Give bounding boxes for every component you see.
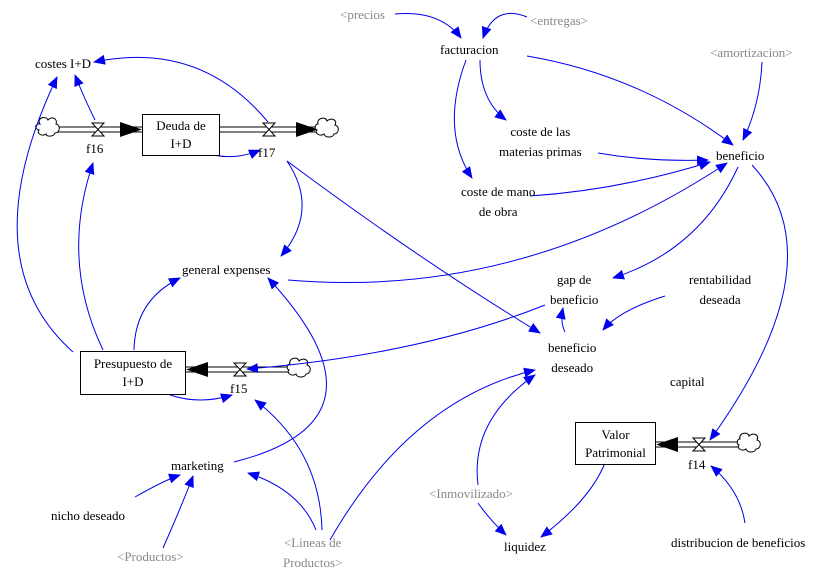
clouds (35, 116, 761, 453)
flow-pipes (55, 126, 742, 448)
flow-label-f17[interactable]: f17 (258, 145, 276, 160)
flow-label-f14[interactable]: f14 (688, 457, 706, 472)
var-liquidez[interactable]: liquidez (504, 539, 546, 554)
cloud-icon-f16 (35, 116, 60, 137)
cloud-icon-f14 (736, 432, 761, 453)
flow-label-f16[interactable]: f16 (86, 141, 104, 156)
stock-presupuesto-id[interactable]: Presupuesto de I+D (80, 351, 186, 395)
shadow-inmovilizado[interactable]: <Inmovilizado> (429, 486, 513, 501)
var-beneficio-deseado[interactable]: beneficio deseado (548, 340, 597, 375)
shadow-entregas[interactable]: <entregas> (530, 13, 588, 28)
var-gap-de-beneficio[interactable]: gap de beneficio (550, 272, 599, 307)
shadow-lineas-de-productos[interactable]: <Lineas de Productos> (283, 535, 343, 570)
var-distribucion-de-beneficios[interactable]: distribucion de beneficios (671, 535, 806, 550)
var-capital[interactable]: capital (670, 374, 705, 389)
var-nicho-deseado[interactable]: nicho deseado (51, 508, 126, 523)
var-beneficio[interactable]: beneficio (716, 148, 765, 163)
stock-deuda-id[interactable]: Deuda de I+D (142, 114, 220, 156)
flow-label-f15[interactable]: f15 (230, 381, 248, 396)
valves (90, 122, 707, 452)
var-rentabilidad-deseada[interactable]: rentabilidad deseada (689, 272, 752, 307)
shadow-productos[interactable]: <Productos> (117, 549, 184, 564)
var-facturacion[interactable]: facturacion (440, 42, 499, 57)
var-coste-materias-primas[interactable]: coste de las materias primas (499, 124, 582, 159)
flow-arrowheads (120, 122, 678, 452)
shadow-precios[interactable]: <precios (340, 7, 385, 22)
shadow-amortizacion[interactable]: <amortizacion> (710, 45, 793, 60)
var-general-expenses[interactable]: general expenses (182, 262, 271, 277)
var-marketing[interactable]: marketing (171, 458, 224, 473)
stock-valor-patrimonial[interactable]: Valor Patrimonial (575, 422, 656, 465)
cloud-icon-f17 (314, 117, 339, 138)
var-coste-mano-de-obra[interactable]: coste de mano de obra (461, 184, 536, 219)
cloud-icon-f15 (286, 357, 311, 378)
causal-links (16, 12, 788, 549)
var-costes-id[interactable]: costes I+D (35, 56, 92, 71)
